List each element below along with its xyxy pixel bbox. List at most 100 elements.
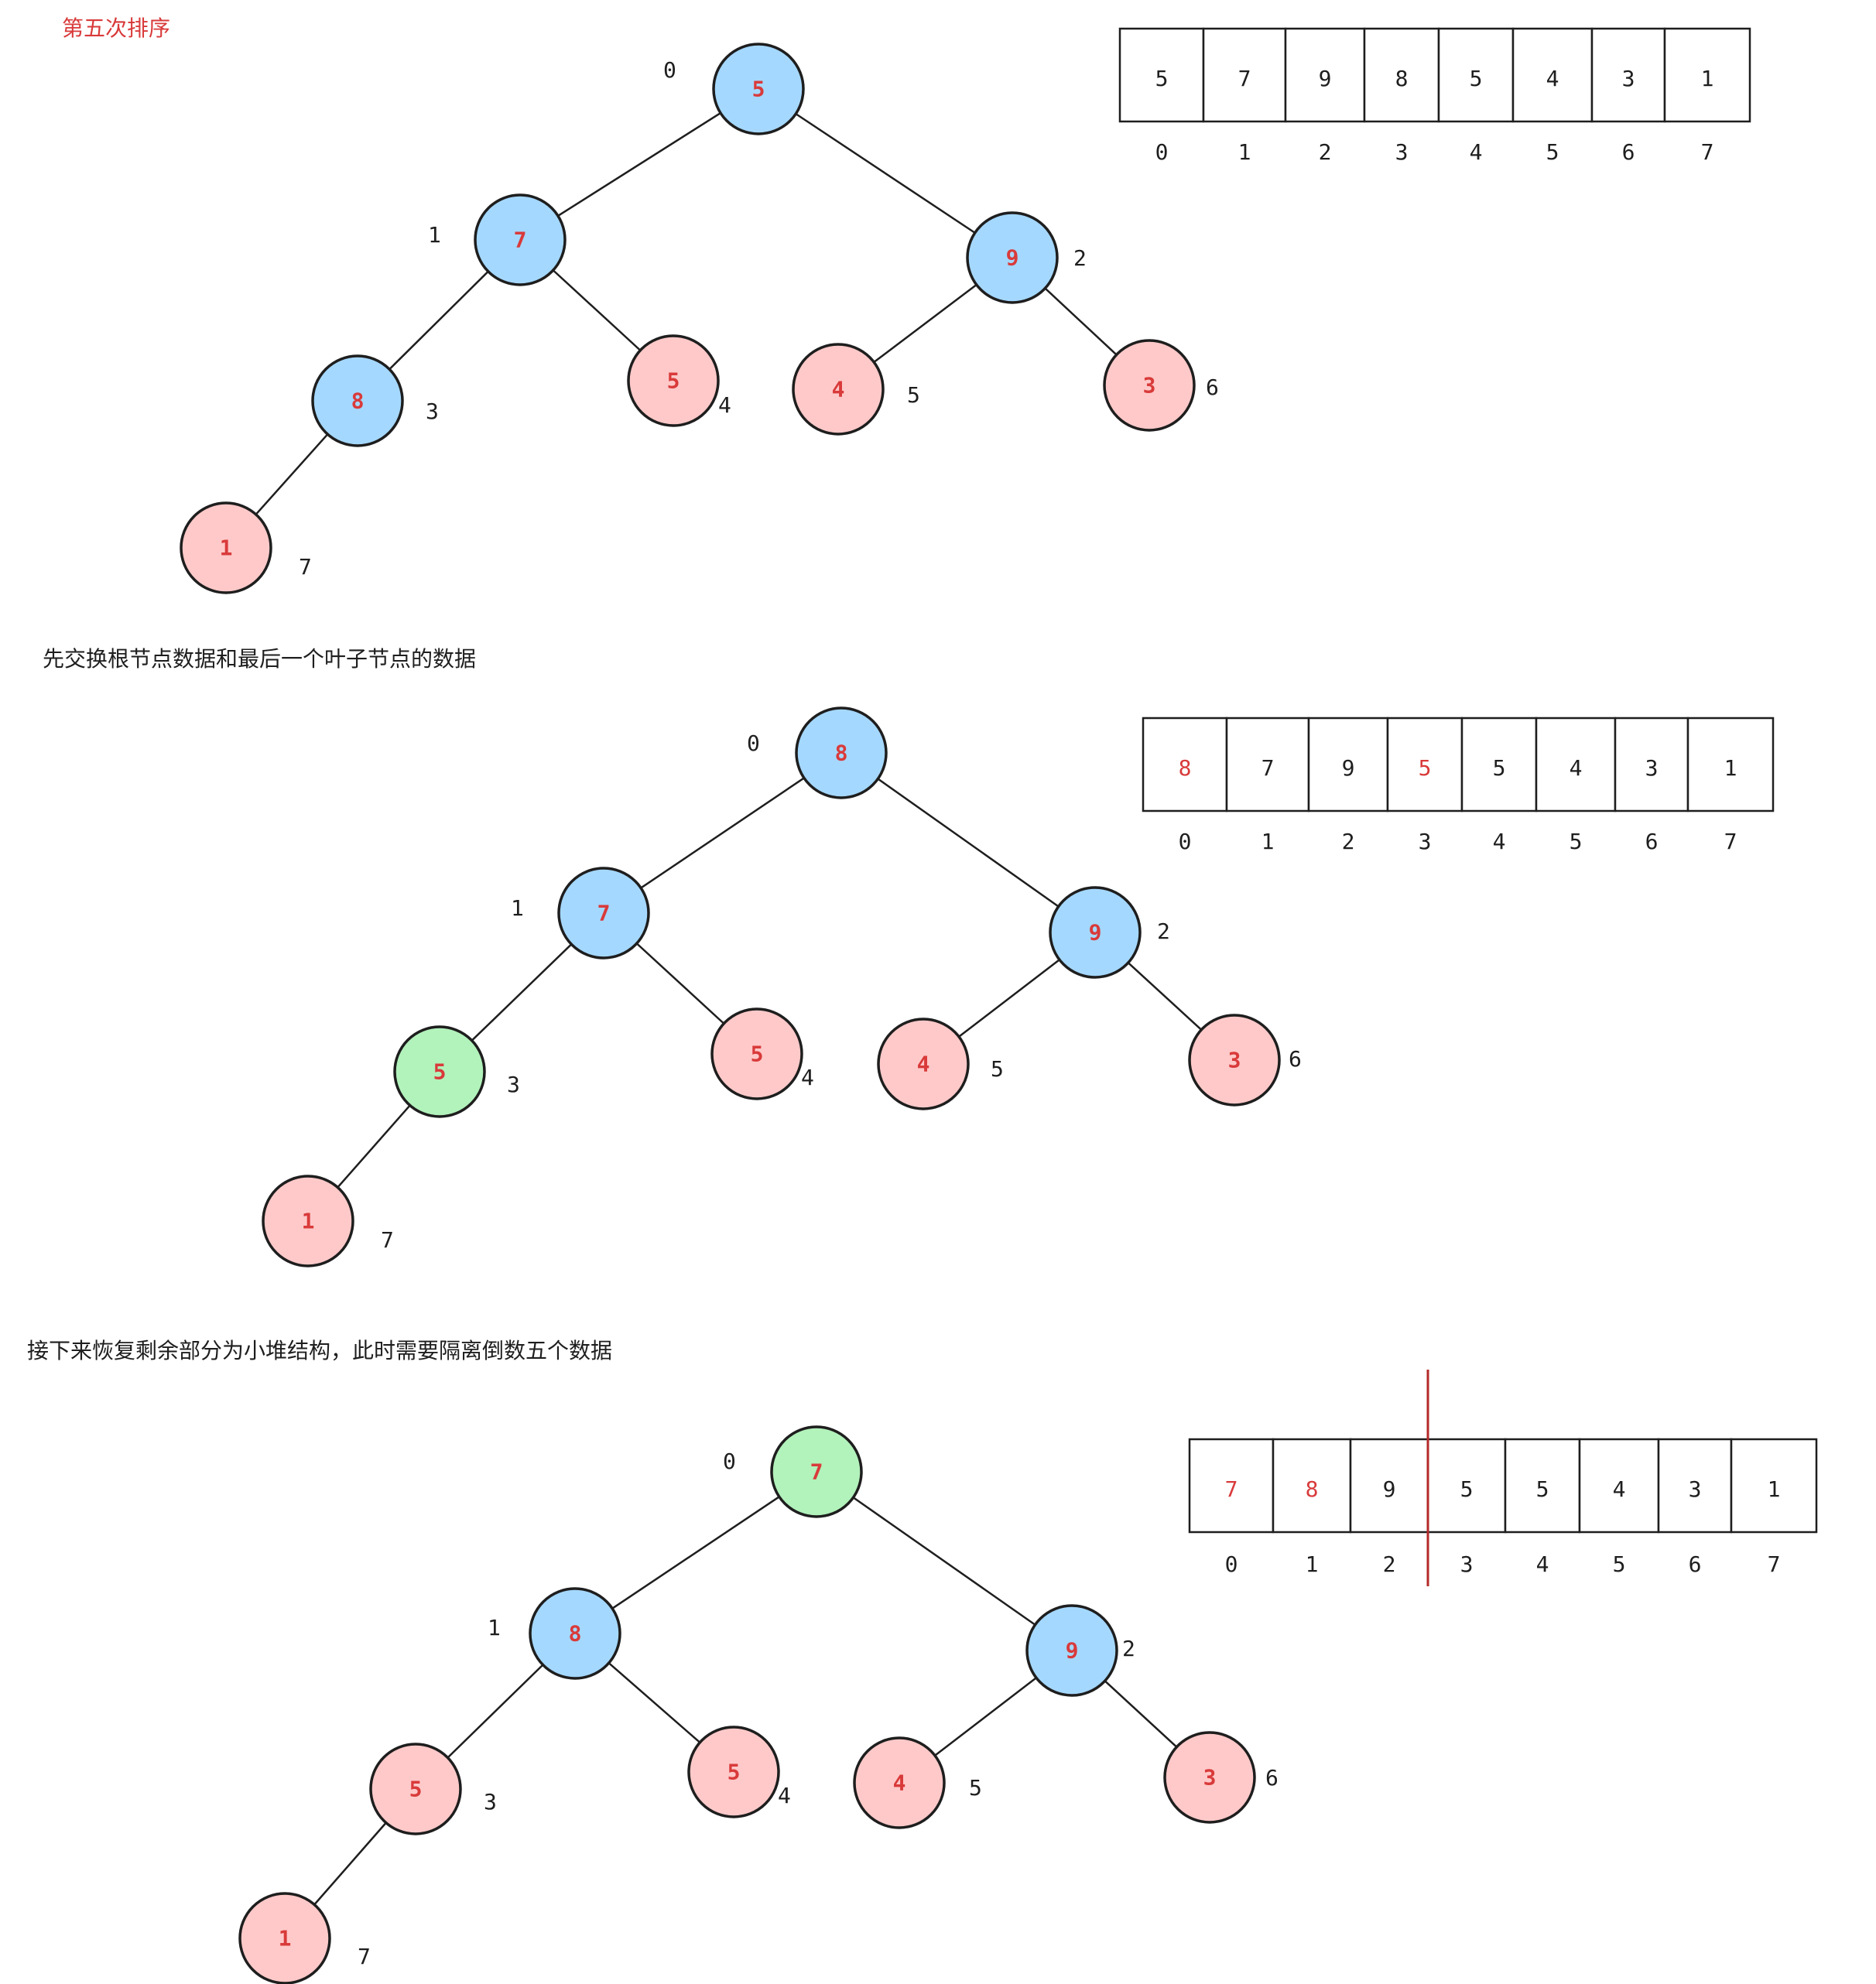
tree-edge	[640, 777, 805, 889]
tree-edge	[337, 1104, 411, 1189]
array-cell-value: 8	[1179, 755, 1192, 781]
array-index-label: 0	[1155, 139, 1169, 165]
node-value: 8	[835, 741, 848, 766]
array-index-label: 2	[1319, 139, 1332, 165]
array-index-label: 3	[1419, 829, 1432, 854]
array-cell-value: 3	[1645, 755, 1659, 781]
array-index-label: 5	[1613, 1551, 1626, 1577]
node-value: 1	[279, 1926, 292, 1952]
node-value: 9	[1066, 1638, 1079, 1664]
array-cell-value: 4	[1570, 755, 1583, 781]
tree-edge	[447, 1664, 544, 1759]
tree-node	[792, 343, 885, 436]
tree-edge	[934, 1677, 1037, 1757]
node-value: 7	[597, 901, 611, 926]
array-cell	[1511, 27, 1594, 123]
array-cell	[1686, 717, 1775, 812]
tree-node	[710, 1007, 803, 1100]
tree-node	[1049, 886, 1142, 979]
array-index-label: 4	[1470, 139, 1483, 165]
array-cell	[1504, 1438, 1581, 1534]
tree-node	[393, 1025, 486, 1118]
tree-node	[262, 1175, 354, 1267]
tree-node	[1025, 1604, 1118, 1697]
array-index-label: 2	[1383, 1551, 1396, 1577]
array-cell-value: 8	[1395, 66, 1409, 91]
node-index-label: 4	[801, 1065, 814, 1090]
step-caption: 先交换根节点数据和最后一个叶子节点的数据	[43, 646, 476, 672]
array-cell	[1535, 717, 1617, 812]
array-cell-value: 7	[1225, 1476, 1238, 1502]
node-value: 9	[1089, 920, 1102, 946]
array-cell	[1663, 27, 1751, 123]
node-index-label: 5	[969, 1775, 982, 1801]
tree-node	[1103, 339, 1196, 432]
node-index-label: 3	[426, 399, 439, 424]
array-index-label: 0	[1225, 1551, 1238, 1577]
tree-node	[966, 211, 1059, 304]
node-index-label: 0	[723, 1449, 736, 1474]
node-value: 5	[667, 368, 680, 394]
array-index-label: 4	[1536, 1551, 1549, 1577]
tree-edge	[608, 1662, 701, 1743]
array-cell	[1730, 1438, 1818, 1534]
array-cell	[1202, 27, 1287, 123]
tree-edge	[255, 433, 329, 515]
array-index-label: 6	[1689, 1551, 1702, 1577]
tree-node	[1188, 1014, 1281, 1107]
array-index-label: 5	[1570, 829, 1583, 854]
array-cell	[1118, 27, 1205, 123]
tree-edge	[1044, 287, 1118, 356]
array-cell-value: 7	[1238, 66, 1251, 91]
array-index-label: 1	[1238, 139, 1251, 165]
array-cell-value: 4	[1613, 1476, 1626, 1502]
array-index-label: 5	[1546, 139, 1559, 165]
node-index-label: 2	[1157, 918, 1170, 944]
tree-edge	[877, 778, 1060, 908]
array-index-label: 3	[1460, 1551, 1474, 1577]
node-value: 7	[514, 227, 527, 253]
tree-node	[238, 1892, 331, 1984]
node-value: 7	[810, 1459, 823, 1485]
array-cell-value: 1	[1768, 1476, 1781, 1502]
array-index-label: 6	[1645, 829, 1659, 854]
tree-edge	[611, 1496, 780, 1609]
node-value: 1	[302, 1209, 315, 1234]
node-value: 5	[409, 1777, 423, 1802]
node-value: 5	[433, 1059, 447, 1085]
array-cell	[1272, 1438, 1352, 1534]
tree-node	[369, 1743, 462, 1835]
array-index-label: 7	[1701, 139, 1714, 165]
array-cell-value: 5	[1419, 755, 1432, 781]
array-cell-value: 5	[1155, 66, 1169, 91]
tree-node	[311, 354, 404, 447]
tree-node	[557, 867, 650, 960]
array-cell	[1225, 717, 1310, 812]
node-value: 1	[220, 535, 233, 561]
array-cell	[1460, 717, 1538, 812]
node-value: 5	[752, 77, 765, 102]
node-value: 4	[893, 1770, 906, 1796]
node-index-label: 2	[1122, 1636, 1135, 1661]
tree-edge	[313, 1822, 387, 1906]
array-index-label: 3	[1395, 139, 1409, 165]
tree-node	[687, 1726, 780, 1818]
node-value: 8	[351, 388, 365, 414]
node-value: 4	[917, 1052, 930, 1077]
node-index-label: 2	[1073, 245, 1087, 271]
tree-node	[1163, 1731, 1256, 1824]
node-index-label: 1	[428, 222, 441, 248]
node-index-label: 6	[1289, 1046, 1302, 1072]
node-index-label: 5	[991, 1056, 1004, 1082]
tree-node	[770, 1425, 863, 1518]
array-cell	[1590, 27, 1666, 123]
array-cell	[1386, 717, 1463, 812]
array-cell	[1578, 1438, 1660, 1534]
array-cell	[1307, 717, 1389, 812]
array-cell-value: 5	[1493, 755, 1506, 781]
array-index-label: 1	[1262, 829, 1275, 854]
tree-edge	[1127, 962, 1203, 1031]
